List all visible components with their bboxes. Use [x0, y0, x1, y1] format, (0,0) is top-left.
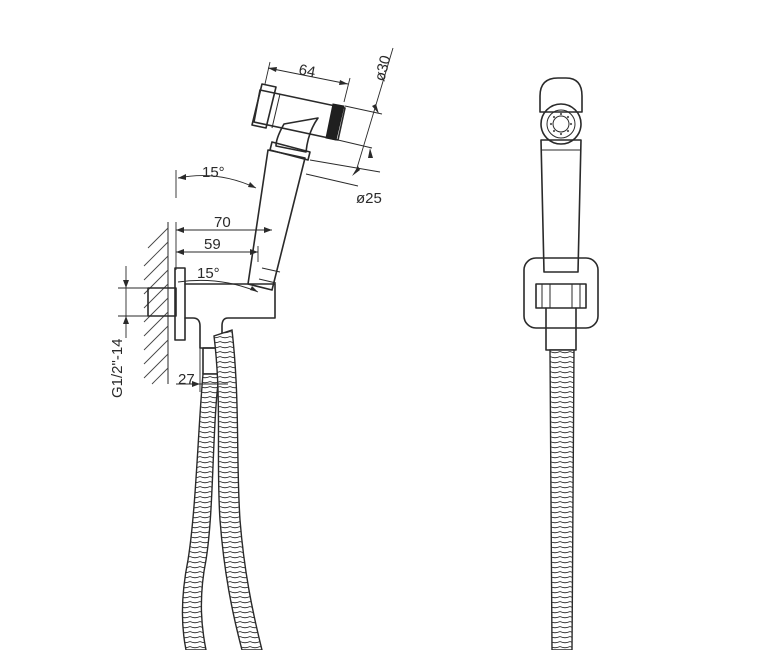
hand-shower-side	[247, 83, 346, 291]
dim-25-label: ø25	[356, 190, 382, 207]
flexible-hose-front	[549, 349, 575, 650]
dim-27-label: 27	[178, 371, 195, 388]
dim-70: 70	[175, 214, 272, 270]
dim-59: 59	[176, 236, 259, 262]
dim-27: 27	[176, 348, 228, 392]
dim-thread-label: G1/2"-14	[109, 338, 126, 398]
dim-15-mid: 15°	[177, 265, 259, 293]
dim-15-top-label: 15°	[202, 164, 225, 181]
dim-64: 64	[264, 61, 351, 103]
wall-bracket	[147, 267, 276, 375]
dim-30-label: ø30	[371, 54, 394, 83]
flexible-hose-right	[213, 329, 263, 650]
dim-15-top: 15°	[175, 164, 257, 198]
dim-64-label: 64	[297, 61, 317, 81]
dim-25: ø25	[305, 159, 382, 207]
dim-59-label: 59	[204, 236, 221, 253]
dim-70-label: 70	[214, 214, 231, 231]
dim-30: ø30	[337, 47, 395, 169]
hand-shower-front	[539, 77, 583, 273]
dim-15-mid-label: 15°	[197, 265, 220, 282]
dim-thread: G1/2"-14	[109, 266, 148, 398]
flexible-hose-left	[181, 373, 220, 650]
